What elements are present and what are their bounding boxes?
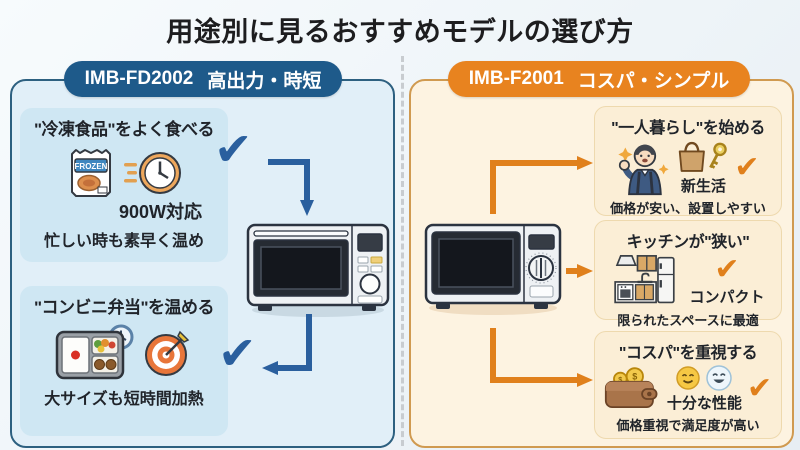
left-model-badge: IMB-FD2002 高出力・時短 (64, 61, 342, 97)
wallet-coins-icon: $ $ (604, 367, 658, 409)
usecase-card-small-kitchen: キッチンが"狭い" ✔ コンパクト (594, 220, 782, 328)
card-title: キッチンが"狭い" (626, 234, 750, 251)
frozen-label: FROZEN (75, 162, 108, 171)
card-caption: 価格が安い、設置しやすい (610, 201, 766, 216)
card-caption: 限られたスペースに最適 (617, 313, 759, 328)
check-icon: ✔ (218, 327, 257, 379)
left-model-name: IMB-FD2002 (84, 68, 194, 89)
card-keyword: コンパクト (689, 289, 765, 306)
usecase-card-bento: "コンビニ弁当"を温める (20, 286, 228, 436)
check-icon: ✔ (734, 151, 760, 184)
coin-symbol: $ (618, 375, 622, 384)
card-caption: 大サイズも短時間加熱 (44, 391, 204, 408)
speed-lines-icon (124, 163, 137, 183)
card-title: "冷凍食品"をよく食べる (33, 120, 215, 139)
right-model-badge: IMB-F2001 コスパ・シンプル (448, 61, 750, 97)
spec-900w: 900W対応 (118, 202, 202, 222)
usecase-card-cospa: "コスパ"を重視する $ $ (594, 331, 782, 439)
dart-target-icon (145, 330, 190, 376)
left-model-tagline: 高出力・時短 (207, 70, 322, 92)
bento-box-icon (55, 324, 134, 380)
microwave-high-power-illustration (246, 223, 390, 317)
card-caption: 価格重視で満足度が高い (616, 418, 760, 433)
card-keyword: 十分な性能 (666, 395, 742, 412)
card-caption: 忙しい時も素早く温め (43, 233, 204, 250)
check-icon: ✔ (746, 372, 773, 405)
card-keyword: 新生活 (680, 178, 726, 195)
key-icon (709, 142, 728, 169)
usecase-card-frozen-food: "冷凍食品"をよく食べる FROZEN (20, 108, 228, 262)
coin-symbol: $ (632, 371, 637, 381)
card-title: "コスパ"を重視する (618, 345, 758, 362)
microwave-simple-illustration (424, 223, 562, 315)
tote-bag-and-key-icon (679, 141, 728, 172)
smiley-icon (676, 366, 701, 390)
new-life-person-icon (618, 144, 670, 196)
check-icon: ✔ (714, 253, 740, 286)
speed-clock-icon (124, 152, 181, 194)
page-title: 用途別に見るおすすめモデルの選び方 (166, 17, 634, 47)
right-model-name: IMB-F2001 (468, 68, 564, 89)
tote-bag-icon (679, 141, 706, 172)
frozen-bag-icon: FROZEN (71, 149, 111, 197)
laughing-smiley-icon (706, 365, 733, 391)
usecase-card-new-life: "一人暮らし"を始める (594, 106, 782, 216)
card-title: "コンビニ弁当"を温める (33, 298, 215, 317)
kitchen-icon (614, 255, 676, 304)
panel-divider (401, 56, 404, 446)
card-title: "一人暮らし"を始める (611, 120, 765, 137)
check-icon: ✔ (214, 123, 253, 175)
right-model-tagline: コスパ・シンプル (577, 70, 730, 92)
